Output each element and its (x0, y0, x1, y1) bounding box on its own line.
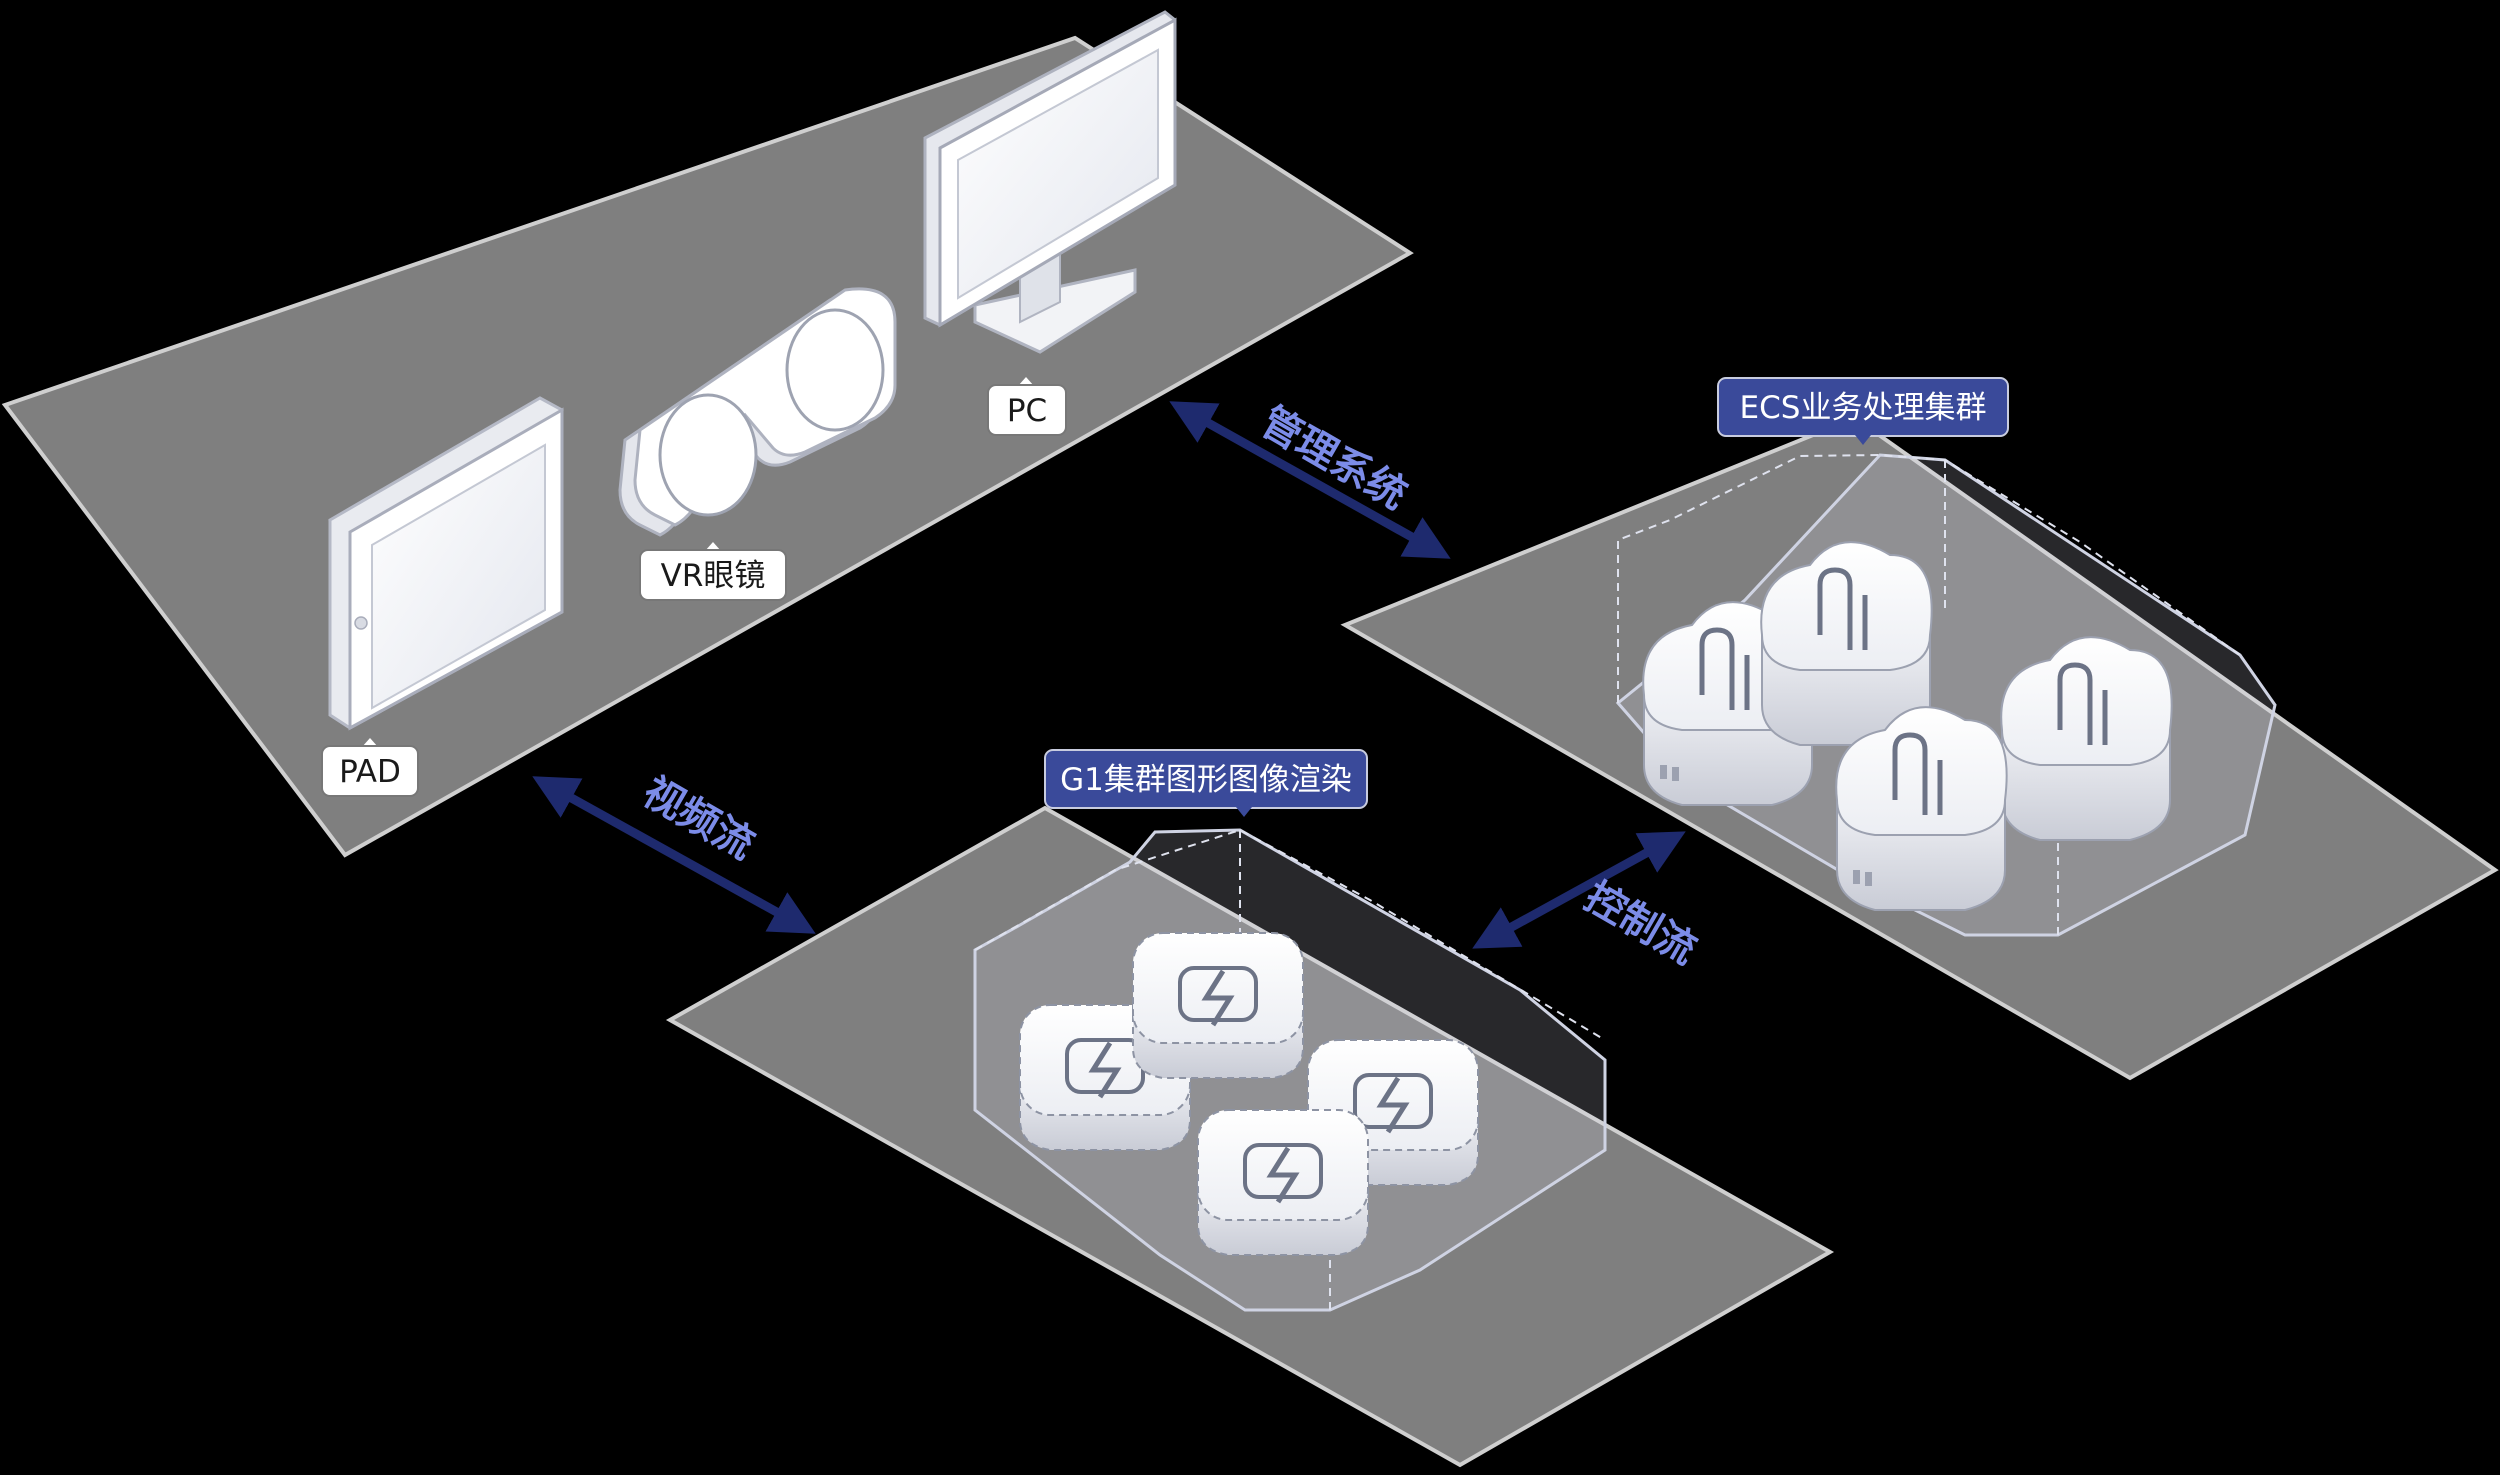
vr-label-text: VR眼镜 (661, 558, 766, 594)
video-flow-arrow: 视频流 (532, 769, 816, 934)
gpu-cluster-title: G1集群图形图像渲染 (1060, 762, 1352, 798)
gpu-cluster-tag: G1集群图形图像渲染 (1044, 749, 1368, 817)
pad-label-text: PAD (339, 754, 401, 790)
pc-label-text: PC (1007, 393, 1047, 429)
pad-label: PAD (321, 738, 419, 797)
ecs-server-icon (1835, 706, 2008, 911)
ecs-server-icon (2000, 636, 2173, 841)
gpu-server-icon (1197, 1109, 1369, 1256)
pc-label: PC (987, 377, 1067, 436)
control-flow-arrow: 控制流 (1472, 831, 1704, 974)
gpu-server-icon (1132, 932, 1304, 1079)
ecs-server-icon (1760, 541, 1933, 746)
management-flow-arrow: 管理系统 (1169, 399, 1451, 559)
control-flow-label: 控制流 (1577, 874, 1704, 974)
monitor-icon (923, 10, 1177, 354)
vr-goggles-icon (618, 287, 897, 537)
video-flow-label: 视频流 (635, 769, 762, 869)
tablet-icon (328, 396, 565, 731)
ecs-cluster-title: ECS业务处理集群 (1740, 390, 1987, 426)
ecs-cluster-tag: ECS业务处理集群 (1717, 377, 2009, 445)
vr-label: VR眼镜 (639, 542, 787, 601)
